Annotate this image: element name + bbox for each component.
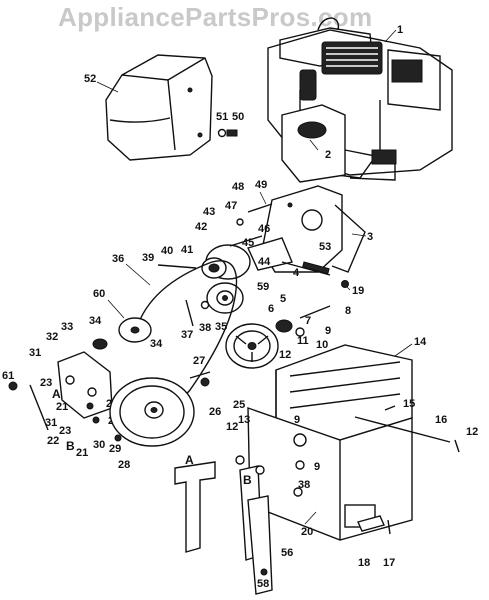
callout-19: 19 (352, 285, 364, 297)
callout-58: 58 (257, 578, 269, 590)
pulley-60 (118, 317, 152, 343)
bearing-11 (275, 319, 293, 333)
callout-21b: 21 (76, 447, 88, 459)
callout-16: 16 (435, 414, 447, 426)
idler-arm (247, 237, 331, 276)
bushing-34 (92, 338, 108, 350)
drive-pulley-25 (225, 323, 279, 369)
belt-shroud (105, 54, 213, 161)
callout-39: 39 (142, 252, 154, 264)
callout-56: 56 (281, 547, 293, 559)
callout-31a: 31 (29, 347, 41, 359)
callout-49: 49 (255, 179, 267, 191)
callout-11: 11 (297, 335, 309, 347)
callout-25: 25 (233, 399, 245, 411)
bolt-48 (247, 203, 273, 213)
bolt-8 (299, 305, 331, 319)
callout-14: 14 (414, 336, 427, 348)
spring-22 (29, 384, 49, 431)
callout-2: 2 (325, 149, 331, 161)
callout-3: 3 (367, 231, 373, 243)
callout-59: 59 (257, 281, 269, 293)
callout-7: 7 (305, 315, 311, 327)
callout-29b: 29 (109, 443, 121, 455)
callout-12c: 12 (466, 426, 478, 438)
callout-9a: 9 (325, 325, 331, 337)
callout-21a: 21 (56, 401, 68, 413)
callout-23a: 23 (40, 377, 52, 389)
label-a2: A (185, 453, 194, 467)
callout-22: 22 (47, 435, 59, 447)
callout-26: 26 (209, 406, 221, 418)
callout-12b: 12 (226, 421, 238, 433)
callout-8: 8 (345, 305, 351, 317)
callout-41: 41 (181, 244, 193, 256)
callout-38b: 38 (298, 479, 310, 491)
callout-44: 44 (258, 256, 271, 268)
clip-18 (357, 515, 385, 532)
callout-9c: 9 (314, 461, 320, 473)
callout-27: 27 (193, 355, 205, 367)
callout-18: 18 (358, 557, 370, 569)
callout-53: 53 (319, 241, 331, 253)
engine (267, 17, 453, 183)
callout-20: 20 (301, 526, 313, 538)
callout-15: 15 (403, 398, 415, 410)
label-b1: B (66, 439, 75, 453)
callout-32: 32 (46, 331, 58, 343)
lower-bracket (174, 461, 273, 595)
callout-36: 36 (112, 253, 124, 265)
callout-60: 60 (93, 288, 105, 300)
callout-12a: 12 (279, 349, 291, 361)
callout-9b: 9 (294, 414, 300, 426)
callout-10: 10 (316, 339, 328, 351)
callout-38a: 38 (199, 322, 211, 334)
callout-48: 48 (232, 181, 244, 193)
callout-46: 46 (258, 223, 270, 235)
callout-13: 13 (238, 414, 250, 426)
left-bracket (57, 351, 113, 419)
callout-1: 1 (397, 24, 403, 36)
label-a1: A (52, 387, 61, 401)
callout-4: 4 (293, 267, 300, 279)
auger-housing (247, 344, 413, 541)
callout-30: 30 (93, 439, 105, 451)
auger-pulley-28 (109, 377, 195, 447)
callout-28: 28 (118, 459, 130, 471)
callout-42: 42 (195, 221, 207, 233)
washer-51 (217, 128, 227, 138)
callout-40: 40 (161, 245, 173, 257)
callout-34b: 34 (150, 338, 163, 350)
callout-6: 6 (268, 303, 274, 315)
label-b2: B (243, 473, 252, 487)
callout-52: 52 (84, 73, 96, 85)
callout-37: 37 (181, 329, 193, 341)
callout-61: 61 (2, 370, 14, 382)
callout-43: 43 (203, 206, 215, 218)
nut-61 (8, 381, 18, 391)
callout-50: 50 (232, 111, 244, 123)
bolt-50 (226, 129, 238, 137)
callout-34a: 34 (89, 315, 102, 327)
callout-31b: 31 (45, 417, 57, 429)
callout-5: 5 (280, 293, 286, 305)
callout-23b: 23 (59, 425, 71, 437)
callout-51: 51 (216, 111, 228, 123)
middle-pulley (206, 282, 244, 314)
callout-33: 33 (61, 321, 73, 333)
callout-47: 47 (225, 200, 237, 212)
callout-17: 17 (383, 557, 395, 569)
shaft-16 (354, 416, 451, 443)
